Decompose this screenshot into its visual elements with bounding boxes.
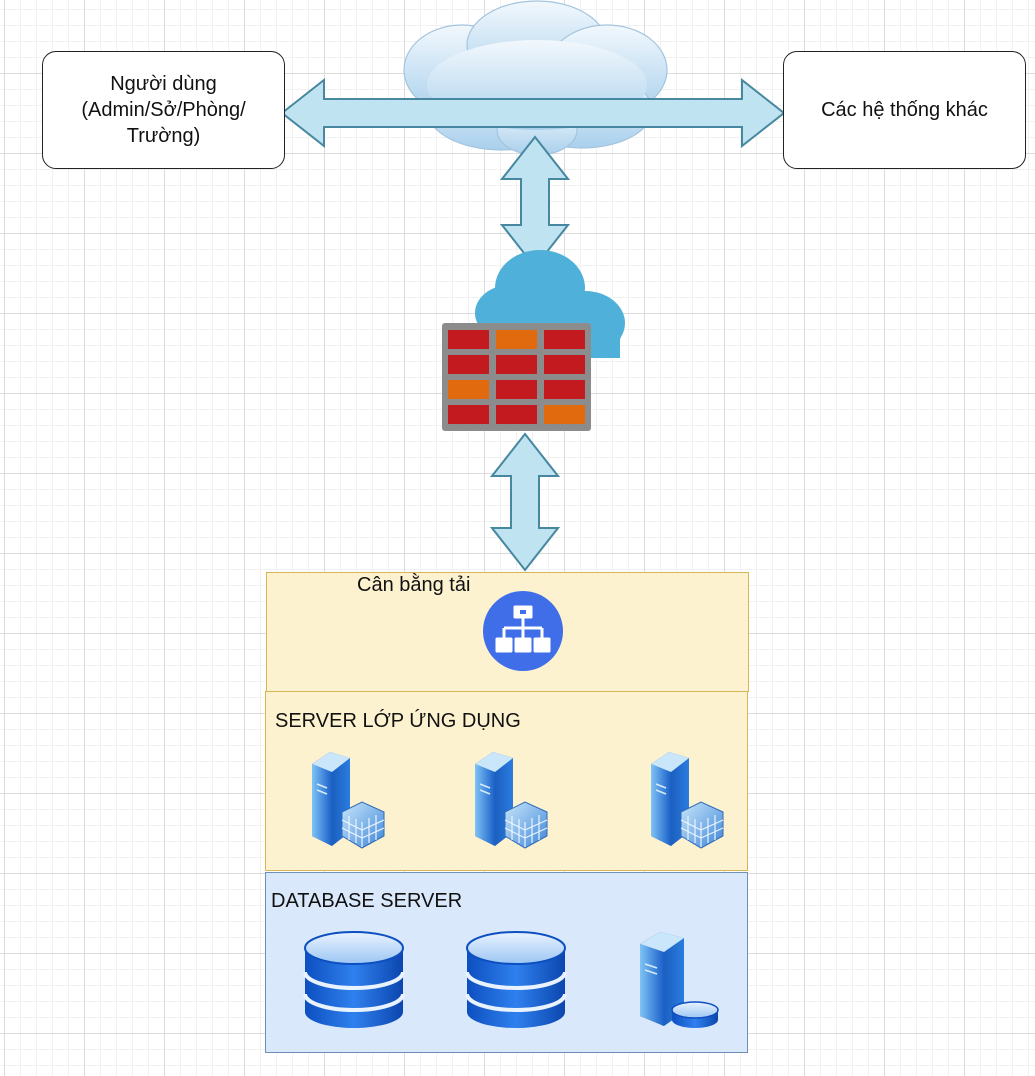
- other-systems-label: Các hệ thống khác: [821, 99, 988, 121]
- users-line-3: Trường): [126, 125, 201, 147]
- application-server-label: SERVER LỚP ỨNG DỤNG: [275, 710, 521, 732]
- application-server-icon: [651, 752, 724, 849]
- other-systems-node: Các hệ thống khác: [783, 51, 1026, 169]
- database-icon: [465, 931, 567, 1028]
- load-balancer-label: Cân bằng tải: [357, 574, 471, 596]
- cloud-icon: [403, 0, 668, 156]
- users-line-1: Người dùng: [110, 73, 217, 95]
- database-server-icon: [640, 932, 719, 1028]
- bidirectional-arrow-vertical-lower: [490, 432, 560, 572]
- application-server-icon: [475, 752, 548, 849]
- database-server-label: DATABASE SERVER: [271, 890, 463, 912]
- users-line-2: (Admin/Sở/Phòng/: [81, 99, 246, 121]
- firewall-icon: [442, 250, 625, 431]
- database-icon: [303, 931, 405, 1028]
- application-server-icon: [312, 752, 385, 849]
- load-balancer-icon: [483, 591, 563, 671]
- users-node: Người dùng (Admin/Sở/Phòng/ Trường): [42, 51, 285, 169]
